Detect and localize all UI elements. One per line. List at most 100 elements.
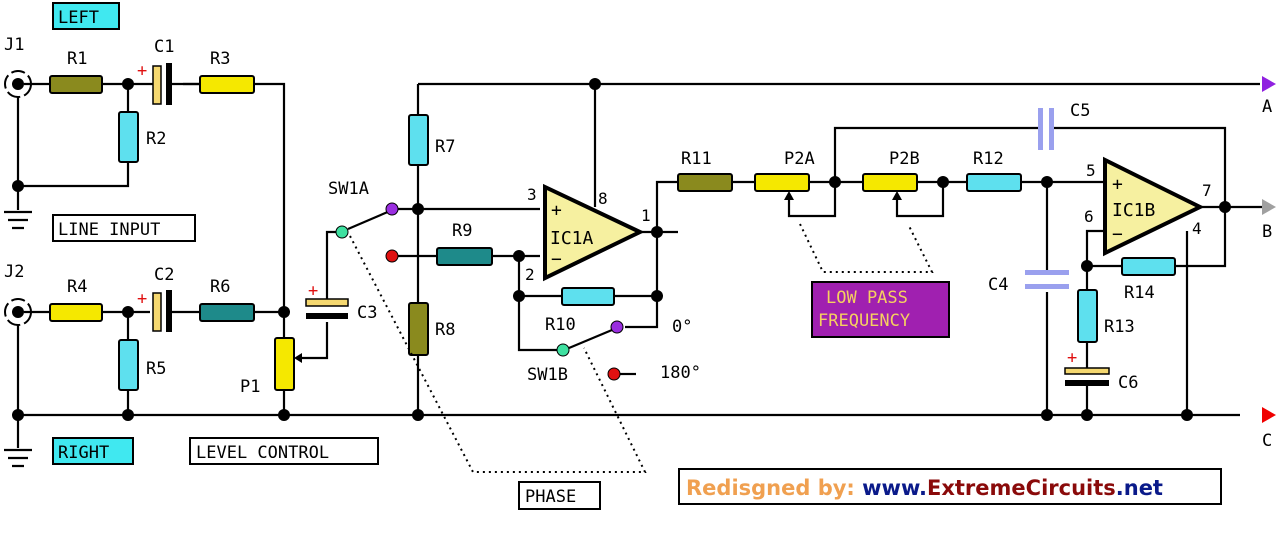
phase-box: PHASE bbox=[518, 481, 601, 510]
c2-label: C2 bbox=[154, 265, 174, 285]
capacitor-c5 bbox=[1038, 108, 1054, 150]
ground-icon bbox=[4, 448, 32, 468]
capacitor-c3 bbox=[305, 298, 349, 319]
low-pass-line1: LOW PASS bbox=[826, 288, 908, 308]
c1-label: C1 bbox=[154, 37, 174, 57]
sw1a-label: SW1A bbox=[328, 179, 369, 199]
right-label-text: RIGHT bbox=[58, 443, 109, 463]
resistor-r14 bbox=[1121, 257, 1176, 276]
ic1b-minus-sign: − bbox=[1112, 224, 1123, 245]
p2a-label: P2A bbox=[784, 149, 815, 169]
r13-label: R13 bbox=[1104, 317, 1135, 337]
low-pass-frequency-box: LOW PASS FREQUENCY bbox=[811, 281, 950, 338]
phase-text: PHASE bbox=[525, 487, 576, 507]
output-c-arrow-icon bbox=[1262, 407, 1276, 423]
ic1a-pin-8: 8 bbox=[598, 189, 608, 208]
r3-label: R3 bbox=[210, 49, 230, 69]
potentiometer-p2a[interactable] bbox=[754, 173, 810, 192]
resistor-r9 bbox=[436, 247, 493, 266]
wiper-arrow-icon bbox=[892, 191, 902, 200]
c3-polarity: + bbox=[308, 281, 318, 301]
credit-prefix: Redisgned by: bbox=[686, 476, 862, 500]
left-channel-label: LEFT bbox=[52, 2, 120, 30]
r1-label: R1 bbox=[67, 49, 87, 69]
line-input-box: LINE INPUT bbox=[52, 214, 196, 242]
resistor-r12 bbox=[966, 173, 1022, 192]
credit-site-name: ExtremeCircuits bbox=[927, 476, 1116, 500]
c6-label: C6 bbox=[1118, 373, 1138, 393]
level-control-box: LEVEL CONTROL bbox=[189, 437, 379, 465]
potentiometer-p2b[interactable] bbox=[862, 173, 918, 192]
phase-0deg-label: 0° bbox=[672, 317, 692, 337]
j1-label: J1 bbox=[4, 35, 24, 55]
output-b-arrow-icon bbox=[1262, 199, 1276, 215]
output-b-label: B bbox=[1262, 222, 1272, 242]
c3-label: C3 bbox=[357, 303, 377, 323]
ground-icon bbox=[4, 210, 32, 230]
r2-label: R2 bbox=[146, 129, 166, 149]
credit-banner: Redisgned by: www.ExtremeCircuits.net bbox=[678, 468, 1222, 505]
p2b-label: P2B bbox=[889, 149, 920, 169]
resistor-r5 bbox=[118, 339, 139, 391]
sw1b-contact-0deg[interactable] bbox=[610, 320, 624, 334]
output-a-arrow-icon bbox=[1262, 76, 1276, 92]
r11-label: R11 bbox=[681, 149, 712, 169]
potentiometer-p1[interactable] bbox=[274, 337, 295, 391]
capacitor-c4 bbox=[1025, 270, 1069, 289]
sw1a-common-contact[interactable] bbox=[335, 225, 349, 239]
c1-polarity: + bbox=[137, 61, 147, 81]
ic1b-label: IC1B bbox=[1112, 200, 1155, 221]
ic1a-plus-sign: + bbox=[551, 200, 562, 221]
output-c-label: C bbox=[1262, 431, 1272, 451]
resistor-r11 bbox=[677, 173, 733, 192]
ic1b-pin-7: 7 bbox=[1202, 181, 1212, 200]
ic1a-pin-3: 3 bbox=[527, 185, 537, 204]
opamp-ic1a bbox=[543, 183, 645, 282]
credit-tld: .net bbox=[1116, 476, 1163, 500]
capacitor-c1 bbox=[152, 63, 172, 105]
c2-polarity: + bbox=[137, 289, 147, 309]
r10-label: R10 bbox=[545, 315, 576, 335]
r4-label: R4 bbox=[67, 277, 87, 297]
c4-label: C4 bbox=[988, 275, 1008, 295]
sw1a-contact-0deg[interactable] bbox=[385, 202, 399, 216]
svg-text:Redisgned by: www.ExtremeCircu: Redisgned by: www.ExtremeCircuits.net bbox=[686, 476, 1163, 500]
ic1b-pin-5: 5 bbox=[1086, 161, 1096, 180]
resistor-r3 bbox=[199, 75, 255, 94]
low-pass-linkage bbox=[799, 223, 934, 273]
resistor-r2 bbox=[118, 111, 139, 163]
sw1b-label: SW1B bbox=[527, 365, 568, 385]
j2-label: J2 bbox=[4, 262, 24, 282]
capacitor-c2 bbox=[152, 290, 172, 332]
low-pass-line2: FREQUENCY bbox=[818, 311, 910, 331]
resistor-r4 bbox=[49, 303, 103, 322]
resistor-r13 bbox=[1077, 289, 1098, 343]
credit-www: www. bbox=[862, 476, 927, 500]
c6-polarity: + bbox=[1067, 348, 1077, 368]
resistor-r1 bbox=[49, 75, 103, 94]
r12-label: R12 bbox=[973, 149, 1004, 169]
r6-label: R6 bbox=[210, 277, 230, 297]
phase-180deg-label: 180° bbox=[660, 363, 701, 383]
wiper-arrow-icon bbox=[784, 191, 794, 200]
line-input-text: LINE INPUT bbox=[58, 220, 160, 240]
p1-label: P1 bbox=[240, 377, 260, 397]
ic1a-pin-2: 2 bbox=[525, 265, 535, 284]
left-label-text: LEFT bbox=[58, 8, 99, 28]
r5-label: R5 bbox=[146, 359, 166, 379]
sw1b-contact-180deg[interactable] bbox=[607, 367, 621, 381]
ic1b-pin-6: 6 bbox=[1084, 207, 1094, 226]
r8-label: R8 bbox=[435, 320, 455, 340]
ic1a-minus-sign: − bbox=[551, 249, 562, 270]
resistor-r10 bbox=[561, 287, 615, 306]
sw1b-common-contact[interactable] bbox=[556, 343, 570, 357]
phase-switch-linkage bbox=[349, 235, 647, 473]
ic1a-label: IC1A bbox=[550, 228, 594, 249]
level-control-text: LEVEL CONTROL bbox=[196, 443, 329, 463]
sw1a-contact-180deg[interactable] bbox=[385, 249, 399, 263]
output-a-label: A bbox=[1262, 97, 1272, 117]
ic1b-plus-sign: + bbox=[1112, 174, 1123, 195]
opamp-ic1b bbox=[1103, 156, 1205, 257]
wiper-arrow-icon bbox=[294, 353, 302, 363]
